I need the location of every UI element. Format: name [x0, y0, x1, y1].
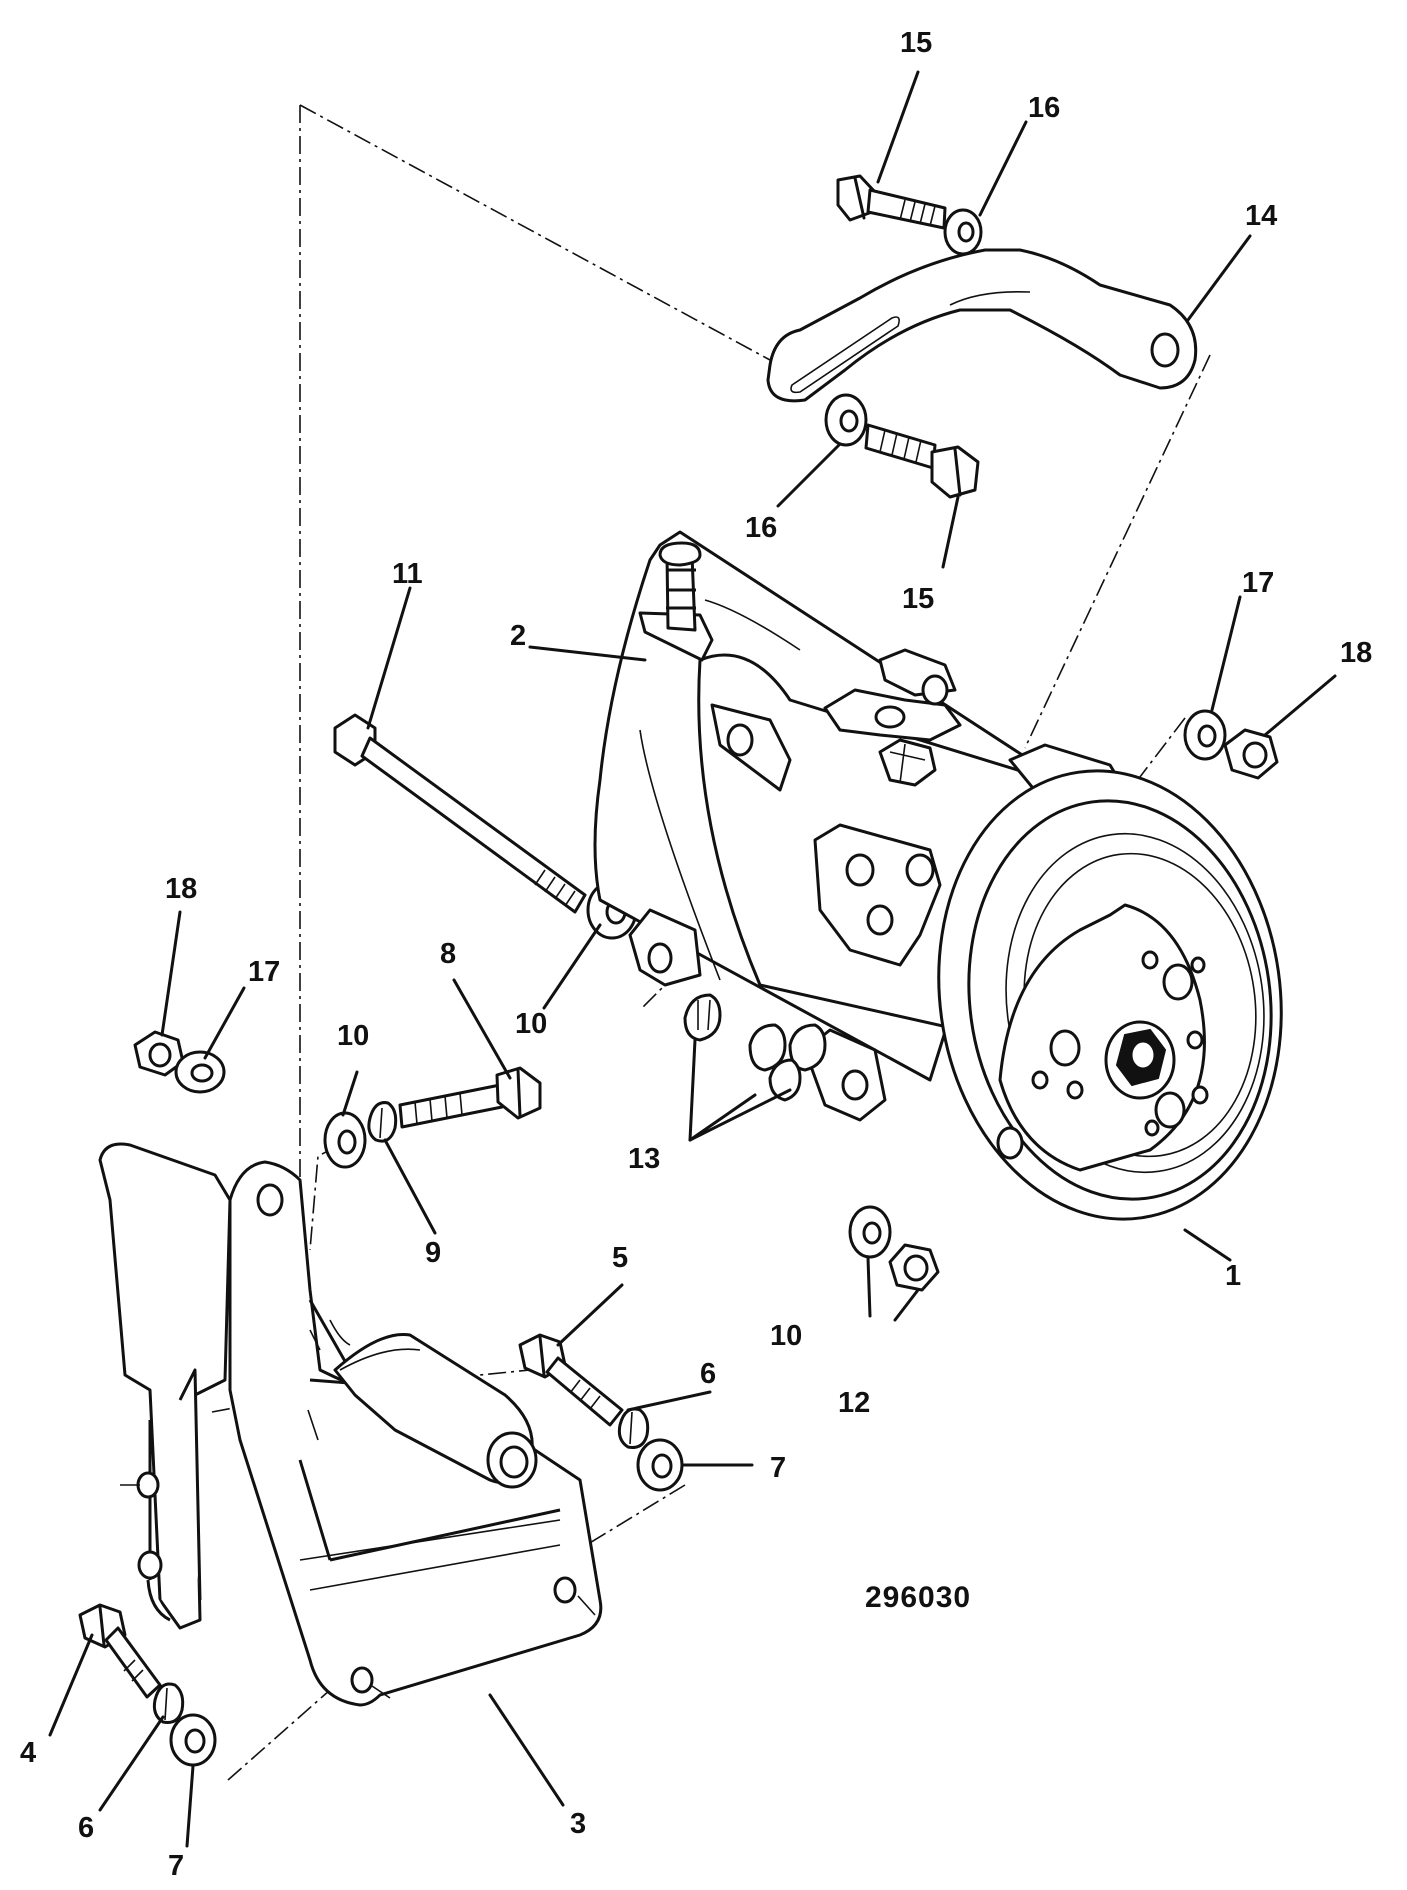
- nut-12: [888, 1243, 940, 1292]
- callout-17-left: 17: [248, 956, 280, 988]
- washer-upper: [943, 208, 983, 256]
- leader-lines: [48, 70, 1337, 1848]
- callout-3: 3: [570, 1808, 586, 1840]
- callout-16-upper: 16: [1028, 92, 1060, 124]
- callout-18-left: 18: [165, 873, 197, 905]
- callout-labels: 1 2 3 4 5 6 6 7 7 8 9 10 10 10 11 12 13 …: [20, 27, 1372, 1882]
- washer-upper-right: [1183, 709, 1227, 761]
- callout-7-lower: 7: [168, 1850, 184, 1882]
- callout-15-lower: 15: [902, 583, 934, 615]
- washer-6-upper: [617, 1407, 650, 1449]
- washer-7-lower: [169, 1713, 217, 1767]
- bolt-lower: [864, 423, 980, 499]
- callout-11: 11: [392, 558, 423, 590]
- callout-10-right: 10: [770, 1320, 802, 1352]
- bolt-5: [518, 1333, 624, 1427]
- callout-9: 9: [425, 1237, 441, 1269]
- clutch-pulley: [937, 769, 1283, 1221]
- washer-7-upper: [636, 1438, 684, 1492]
- washer-lower: [824, 393, 868, 447]
- nut-left: [133, 1030, 185, 1077]
- callout-14: 14: [1245, 200, 1277, 232]
- shims: [683, 993, 827, 1102]
- washer-10-right: [848, 1205, 892, 1259]
- long-bolt: [333, 713, 587, 914]
- callout-8: 8: [440, 938, 456, 970]
- callout-6-upper: 6: [700, 1358, 716, 1390]
- callout-13: 13: [628, 1143, 660, 1175]
- adjusting-link: [766, 248, 1198, 403]
- nut-upper-right: [1223, 728, 1279, 780]
- callout-18-right: 18: [1340, 637, 1372, 669]
- washer-6-lower: [152, 1682, 185, 1724]
- callout-10-center: 10: [515, 1008, 547, 1040]
- callout-10-left: 10: [337, 1020, 369, 1052]
- callout-17-upper: 17: [1242, 567, 1274, 599]
- bolt-upper: [836, 174, 947, 230]
- washer-10-left: [323, 1111, 367, 1169]
- callout-4: 4: [20, 1737, 36, 1769]
- drawing-number: 296030: [865, 1581, 971, 1614]
- washer-9: [367, 1101, 398, 1143]
- bolt-8: [398, 1066, 542, 1129]
- callout-16-lower: 16: [745, 512, 777, 544]
- callout-15-upper: 15: [900, 27, 932, 59]
- callout-7-upper: 7: [770, 1452, 786, 1484]
- mounting-bracket: [98, 1142, 603, 1707]
- callout-1: 1: [1225, 1260, 1241, 1292]
- bolt-4: [78, 1603, 162, 1699]
- callout-6-lower: 6: [78, 1812, 94, 1844]
- washer-left: [174, 1050, 226, 1094]
- callout-2: 2: [510, 620, 526, 652]
- service-valve: [638, 541, 714, 662]
- callout-5: 5: [612, 1242, 628, 1274]
- callout-12: 12: [838, 1387, 870, 1419]
